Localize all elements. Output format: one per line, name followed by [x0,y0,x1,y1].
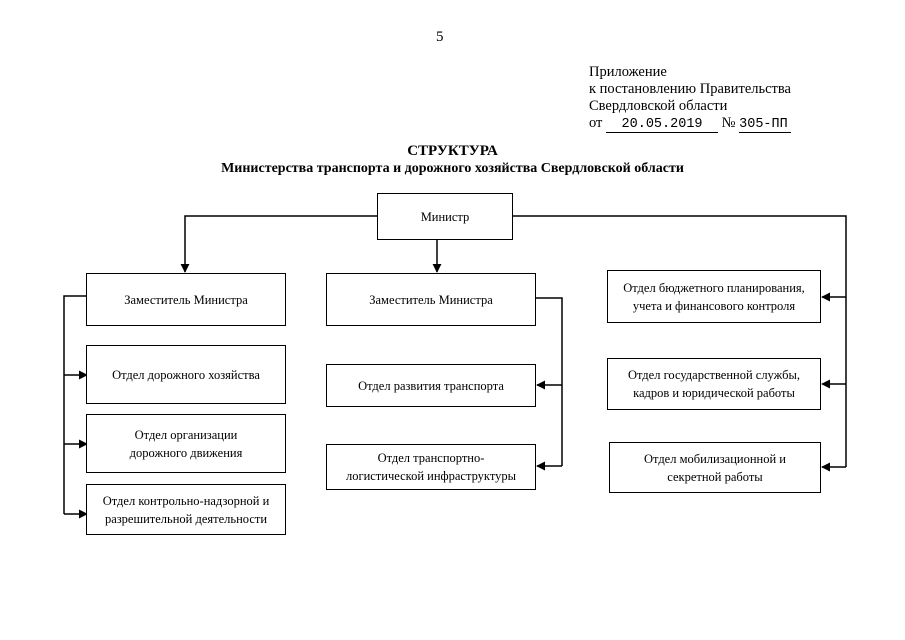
left-unit-3-box: Отдел контрольно-надзорной и разрешительн… [86,484,286,535]
center-unit-2-box: Отдел транспортно-логистической инфрастр… [326,444,536,490]
page-number: 5 [436,29,444,45]
left-unit-1-box: Отдел дорожного хозяйства [86,345,286,404]
decree-date: 20.05.2019 [606,118,719,133]
unit-label-line-2: логистической инфраструктуры [345,469,517,483]
unit-label-line-1: Отдел дорожного хозяйства [112,367,260,382]
document-title: СТРУКТУРА [407,143,498,159]
deputy-minister-left-label: Заместитель Министра [124,292,248,307]
unit-label-line-1: Отдел транспортно- [377,451,485,465]
minister-box: Министр [377,193,513,240]
appendix-line-3: Свердловской области [589,98,728,114]
unit-label-line-2: дорожного движения [129,445,243,460]
deputy-minister-center-box: Заместитель Министра [326,273,536,326]
left-unit-2-box: Отдел организации дорожного движения [86,414,286,473]
center-unit-1-box: Отдел развития транспорта [326,364,536,407]
minister-label: Министр [420,209,470,224]
appendix-block: Приложение к постановлению Правительства… [589,64,792,133]
connector-minister-left-deputy [180,215,378,273]
decree-number: 305-ПП [739,118,792,133]
number-label: № [721,115,736,131]
unit-label-line-1: Отдел контрольно-надзорной и [102,493,270,508]
connector-left-deputy-trunk [63,295,87,514]
document-subtitle: Министерства транспорта и дорожного хозя… [221,161,684,176]
connector-center-deputy-trunk [535,297,563,466]
unit-label-line-2: разрешительной деятельности [104,511,268,526]
appendix-line-1: Приложение [589,64,667,80]
unit-label-line-2: секретной работы [667,469,763,484]
unit-label-line-2: кадров и юридической работы [633,386,795,400]
appendix-line-2: к постановлению Правительства [589,81,791,97]
right-unit-1-box: Отдел бюджетного планирования, учета и фи… [607,270,821,323]
from-label: от [589,115,603,131]
right-unit-2-box: Отдел государственной службы, кадров и юр… [607,358,821,410]
deputy-minister-left-box: Заместитель Министра [86,273,286,326]
right-unit-3-box: Отдел мобилизационной и секретной работы [609,442,821,493]
unit-label-line-1: Отдел бюджетного планирования, [623,280,805,295]
unit-label-line-1: Отдел организации [134,427,238,442]
unit-label-line-1: Отдел государственной службы, [627,368,801,382]
deputy-minister-center-label: Заместитель Министра [369,292,493,307]
appendix-line-4: от 20.05.2019 № 305-ПП [589,115,792,133]
unit-label-line-2: учета и финансового контроля [632,298,796,313]
unit-label-line-1: Отдел мобилизационной и [644,451,786,466]
unit-label-line-1: Отдел развития транспорта [358,378,504,393]
